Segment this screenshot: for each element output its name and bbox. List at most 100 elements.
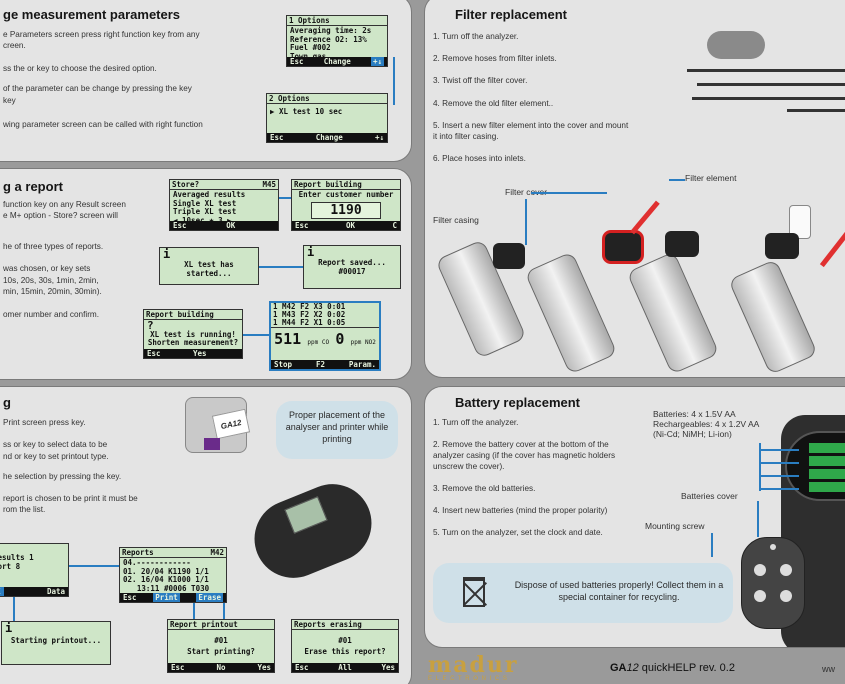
softkey-ok[interactable]: OK [226, 221, 236, 230]
softkey-clear[interactable]: C [392, 221, 397, 230]
softkey-erase[interactable]: Erase [196, 593, 223, 602]
softkey-stop[interactable]: Stop [274, 360, 293, 369]
connector-arrow [243, 334, 269, 336]
params-line-5: key [3, 96, 16, 105]
callout-line [711, 533, 713, 557]
memory-slot: M42 [210, 548, 224, 557]
info-icon: i [307, 245, 315, 259]
report-row[interactable]: 13:11 #0006 T030 [136, 583, 210, 593]
lcd-options-2-header: 2 Options [269, 94, 310, 103]
softkey-esc[interactable]: Esc [295, 663, 309, 672]
report-line: function key on any Result screen [3, 200, 126, 209]
report-row[interactable]: 02. 16/04 K1000 1/1 [123, 575, 209, 584]
connector-arrow [193, 603, 195, 619]
params-line-2: creen. [3, 41, 26, 50]
callout-line [531, 192, 607, 194]
softkey-data[interactable]: Data [46, 587, 65, 596]
softkey-yes[interactable]: Yes [257, 663, 271, 672]
lcd-options-1-row: Fuel #002 [290, 43, 331, 52]
params-line-6: wing parameter screen can be called with… [3, 120, 203, 129]
softkey-yes[interactable]: Yes [381, 663, 395, 672]
softkey-next[interactable]: +↓ [374, 133, 384, 142]
lcd-xl-running: Report building ? XL test is running!Sho… [143, 309, 243, 359]
battery-panel: Battery replacement 1. Turn off the anal… [424, 386, 845, 648]
connector-arrow [13, 597, 15, 623]
print-line: ss or key to select data to be [3, 440, 108, 449]
softkey-param[interactable]: Param. [348, 360, 376, 369]
callout-line [525, 199, 527, 245]
lcd-running-header: Report building [146, 310, 214, 319]
placement-text: Proper placement of the analyser and pri… [285, 410, 389, 444]
hoses-image [687, 19, 845, 129]
battery-spec: Rechargeables: 4 x 1.2V AA [653, 419, 760, 429]
softkey-esc[interactable]: Esc [295, 221, 309, 230]
softkey-esc[interactable]: Esc [290, 57, 304, 66]
co-value: 511 [274, 330, 302, 348]
lcd-options-1-header: 1 Options [289, 16, 330, 25]
softkey-esc[interactable]: Esc [173, 221, 187, 230]
softkey-ok[interactable]: K [0, 587, 4, 596]
softkey-esc[interactable]: Esc [171, 663, 185, 672]
no2-unit: ppm NO2 [350, 339, 376, 346]
battery-step: 5. Turn on the analyzer, set the clock a… [433, 528, 603, 537]
recycle-bin-icon [462, 577, 488, 607]
label-filter-casing: Filter casing [433, 215, 479, 225]
params-title: ge measurement parameters [3, 7, 181, 22]
softkey-esc[interactable]: Esc [270, 133, 284, 142]
lcd-options-1-row: Averaging time: 2s [290, 26, 372, 35]
website[interactable]: ww [822, 664, 835, 674]
lcd-print-menu: results 1port 8n K Data [0, 543, 69, 597]
red-arrow-1 [630, 200, 660, 235]
softkey-esc[interactable]: Esc [123, 593, 137, 602]
battery-cell [809, 456, 845, 466]
customer-number-field[interactable]: 1190 [311, 201, 381, 219]
filter-cover-1 [493, 243, 525, 269]
co-unit: ppm CO [307, 339, 330, 346]
printing-title: g [3, 395, 11, 410]
doc-title: GA12 quickHELP rev. 0.2 [610, 662, 735, 674]
lcd-store-row: Averaged results [173, 190, 246, 199]
label-mounting-screw: Mounting screw [645, 521, 705, 531]
menu-row: n [0, 571, 65, 580]
softkey-change[interactable]: Change [315, 133, 343, 142]
filter-cover-4 [765, 233, 799, 259]
label-filter-element: Filter element [685, 173, 737, 183]
lcd-store-header: Store? [172, 180, 200, 189]
callout-line [759, 475, 799, 477]
question-icon: ? [147, 319, 154, 332]
lcd-build-header: Report building [294, 180, 362, 189]
softkey-yes[interactable]: Yes [193, 349, 207, 358]
erasing-number: #01 [338, 636, 352, 645]
softkey-all[interactable]: All [338, 663, 352, 672]
menu-row: results 1 [0, 553, 34, 562]
lcd-build-prompt: Enter customer number [298, 190, 394, 199]
report-title: g a report [3, 179, 63, 194]
report-panel: g a report function key on any Result sc… [0, 168, 412, 380]
no2-value: 0 [335, 330, 345, 348]
softkey-no[interactable]: No [216, 663, 226, 672]
filter-step: 5. Insert a new filter element into the … [433, 121, 629, 130]
softkey-esc[interactable]: Esc [147, 349, 161, 358]
report-row[interactable]: 04.------------ [123, 558, 191, 567]
report-line: omer number and confirm. [3, 310, 100, 319]
lcd-starting-printout: i Starting printout... [1, 621, 111, 665]
lcd-xl-started: i XL test has started... [159, 247, 259, 285]
print-line: Print screen press key. [3, 418, 86, 427]
softkey-next[interactable]: +↓ [370, 57, 384, 66]
filter-step: 4. Remove the old filter element.. [433, 99, 554, 108]
softkey-print[interactable]: Print [153, 593, 180, 602]
softkey-f2[interactable]: F2 [315, 360, 325, 369]
dispose-bubble: Dispose of used batteries properly! Coll… [433, 563, 733, 623]
report-line: min, 15min, 20min, 30min). [3, 287, 102, 296]
menu-row: port 8 [0, 561, 21, 571]
softkey-ok[interactable]: OK [346, 221, 356, 230]
lcd-reports-header: Reports [122, 548, 154, 557]
report-line: he of three types of reports. [3, 242, 104, 251]
printout-number: #01 [214, 636, 228, 645]
report-row[interactable]: 01. 20/04 K1190 1/1 [123, 566, 209, 576]
softkey-change[interactable]: Change [323, 57, 351, 66]
stack-row: 1 M43 F2 X2 0:02 [273, 310, 346, 319]
print-line: report is chosen to be print it must be [3, 494, 138, 503]
battery-step: 4. Insert new batteries (mind the proper… [433, 506, 608, 515]
